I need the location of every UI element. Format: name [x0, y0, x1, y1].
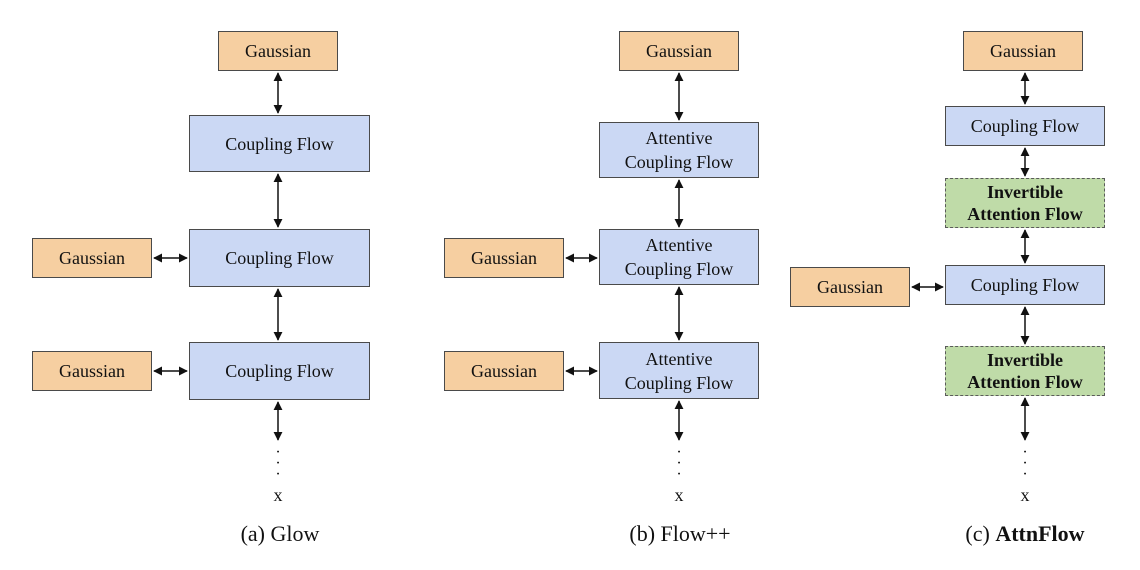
attnflow-attn-1-line1: Invertible — [987, 182, 1063, 202]
flowpp-side-gaussian-1: Gaussian — [444, 238, 564, 278]
attnflow-caption: (c) AttnFlow — [925, 521, 1125, 547]
attnflow-x-label: x — [1020, 485, 1030, 505]
attnflow-caption-bold: AttnFlow — [995, 521, 1085, 546]
flowpp-side-gaussian-2: Gaussian — [444, 351, 564, 391]
flowpp-attentive-coupling-flow-2: Attentive Coupling Flow — [599, 229, 759, 285]
glow-ellipsis: ··· — [275, 444, 281, 483]
attnflow-coupling-flow-1: Coupling Flow — [945, 106, 1105, 146]
flowpp-ellipsis: ··· — [676, 444, 682, 483]
glow-coupling-flow-1: Coupling Flow — [189, 115, 370, 172]
flowpp-attentive-coupling-flow-3: Attentive Coupling Flow — [599, 342, 759, 399]
glow-top-gaussian: Gaussian — [218, 31, 338, 71]
attnflow-top-gaussian: Gaussian — [963, 31, 1083, 71]
attnflow-side-gaussian: Gaussian — [790, 267, 910, 307]
flowpp-flow-1-line1: Attentive — [645, 128, 713, 148]
glow-caption: (a) Glow — [240, 521, 320, 546]
flowpp-flow-2-line2: Coupling Flow — [624, 259, 734, 279]
glow-coupling-flow-3: Coupling Flow — [189, 342, 370, 400]
flowpp-flow-3-line1: Attentive — [645, 348, 713, 369]
flowpp-x-label: x — [674, 485, 684, 505]
attnflow-invertible-attention-flow-2: Invertible Attention Flow — [945, 346, 1105, 396]
attnflow-caption-prefix: (c) — [965, 521, 996, 546]
attnflow-attn-2-line1: Invertible — [987, 350, 1063, 370]
flowpp-attentive-coupling-flow-1: Attentive Coupling Flow — [599, 122, 759, 178]
glow-side-gaussian-1: Gaussian — [32, 238, 152, 278]
flowpp-top-gaussian: Gaussian — [619, 31, 739, 71]
attnflow-coupling-flow-2: Coupling Flow — [945, 265, 1105, 305]
attnflow-attn-1-line2: Attention Flow — [967, 204, 1083, 224]
attnflow-attn-2-line2: Attention Flow — [967, 372, 1083, 392]
flowpp-flow-3-line2: Coupling Flow — [624, 372, 734, 393]
glow-coupling-flow-2: Coupling Flow — [189, 229, 370, 287]
glow-x-label: x — [273, 485, 283, 505]
glow-side-gaussian-2: Gaussian — [32, 351, 152, 391]
flowpp-flow-2-line1: Attentive — [645, 235, 713, 255]
attnflow-ellipsis: ··· — [1022, 444, 1028, 483]
attnflow-invertible-attention-flow-1: Invertible Attention Flow — [945, 178, 1105, 228]
flowpp-flow-1-line2: Coupling Flow — [624, 152, 734, 172]
flowpp-caption: (b) Flow++ — [629, 521, 731, 546]
